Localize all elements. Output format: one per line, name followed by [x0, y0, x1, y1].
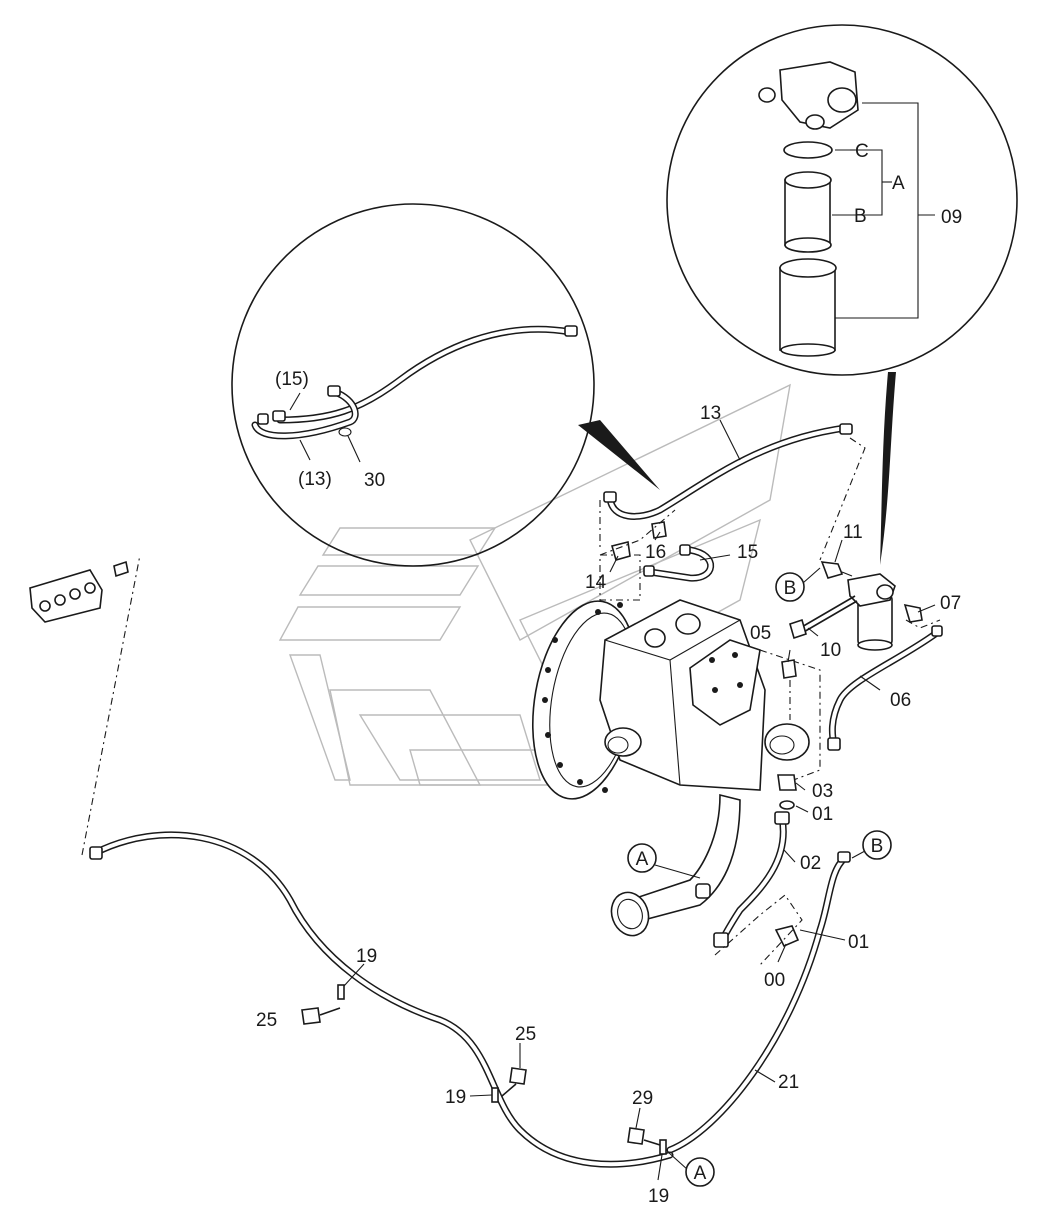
oring-c: [783, 141, 833, 159]
label-00: 00: [764, 970, 785, 991]
fittings-center: [777, 659, 797, 810]
hose-13: [599, 423, 866, 561]
callout-b-2-text: B: [871, 836, 884, 857]
callout-a-2-text: A: [694, 1163, 707, 1184]
detail-circle-hoses: [231, 203, 660, 567]
pilot-valve: [29, 560, 129, 623]
callout-a-2: A: [685, 1157, 715, 1187]
label-10: 10: [820, 640, 841, 661]
label-03: 03: [812, 781, 833, 802]
filter-element-b: [784, 179, 831, 246]
detail-hose-long: [276, 325, 574, 424]
label-14: 14: [585, 572, 607, 593]
hose-long-return: [81, 554, 674, 1168]
callout-a-1-text: A: [636, 849, 649, 870]
label-07: 07: [940, 593, 961, 614]
filter-pointer: [880, 372, 896, 565]
label-21: 21: [778, 1072, 799, 1093]
callout-b-1-text: B: [784, 578, 797, 599]
label-05: 05: [750, 623, 771, 644]
callout-a-1: A: [627, 843, 657, 873]
label-25-a: 25: [256, 1010, 277, 1031]
label-13-detail: (13): [298, 469, 332, 490]
part-labels: 13 11 16 15 14 10 07 05 06 03 01 02 01 0…: [256, 141, 962, 1207]
suction-pipe: [610, 793, 741, 937]
hose-02: [713, 811, 803, 966]
label-15: 15: [737, 542, 758, 563]
label-11: 11: [843, 522, 863, 543]
detail-circle-filter: [666, 24, 1018, 565]
detail-pointer: [578, 420, 660, 490]
label-15-detail: (15): [275, 369, 309, 390]
label-29: 29: [632, 1088, 653, 1109]
label-c-kit: C: [855, 141, 869, 162]
hose-21: [666, 851, 851, 1154]
label-30: 30: [364, 470, 385, 491]
hose-15: [599, 509, 715, 582]
label-25-b: 25: [515, 1024, 536, 1045]
pump-assembly: [531, 554, 821, 800]
label-a-kit: A: [892, 173, 905, 194]
label-13: 13: [700, 403, 721, 424]
label-01-upper: 01: [812, 804, 833, 825]
label-19-a: 19: [356, 946, 377, 967]
filter-assembly: [789, 561, 941, 651]
filter-case: [779, 267, 836, 351]
label-19-c: 19: [648, 1186, 669, 1207]
label-16: 16: [645, 542, 666, 563]
callout-b-1: B: [775, 572, 805, 602]
label-06: 06: [890, 690, 911, 711]
callout-b-2: B: [862, 830, 892, 860]
label-b-kit: B: [854, 206, 867, 227]
label-19-b: 19: [445, 1087, 466, 1108]
label-09: 09: [941, 207, 962, 228]
hose-06: [827, 625, 943, 751]
label-02: 02: [800, 853, 821, 874]
label-01-lower: 01: [848, 932, 869, 953]
